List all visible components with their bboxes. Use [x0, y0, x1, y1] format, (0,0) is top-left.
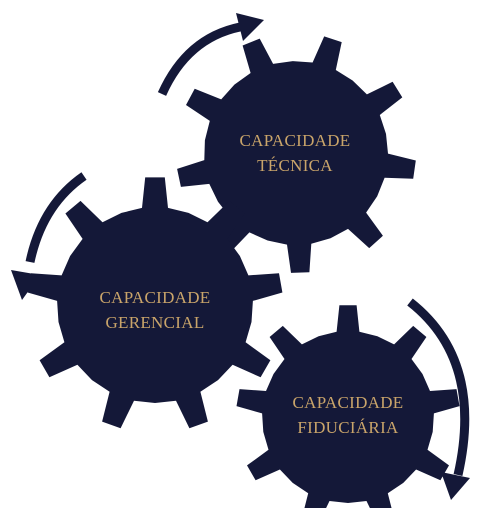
gear-gerencial-shape: [27, 177, 283, 429]
gear-label-tecnica-line2: TÉCNICA: [257, 156, 333, 175]
gear-label-gerencial: CAPACIDADE GERENCIAL: [99, 285, 210, 335]
arrow-top-head-icon: [236, 13, 264, 41]
gear-label-tecnica-line1: CAPACIDADE: [239, 131, 351, 150]
arrow-left-icon: [25, 172, 87, 263]
gear-label-fiduciaria-line1: CAPACIDADE: [292, 393, 404, 412]
gear-label-tecnica: CAPACIDADE TÉCNICA: [239, 128, 350, 178]
arrow-top-icon: [157, 22, 241, 96]
gear-label-fiduciaria-line2: FIDUCIÁRIA: [297, 418, 399, 437]
arrow-right-head-icon: [441, 472, 470, 500]
gear-label-fiduciaria: CAPACIDADE FIDUCIÁRIA: [292, 390, 403, 440]
gear-label-gerencial-line2: GERENCIAL: [105, 313, 205, 332]
arrow-right-icon: [407, 298, 470, 476]
arrow-left-head-icon: [11, 270, 40, 300]
gear-label-gerencial-line1: CAPACIDADE: [99, 288, 211, 307]
gear-fiduciaria-shape: [236, 305, 460, 508]
